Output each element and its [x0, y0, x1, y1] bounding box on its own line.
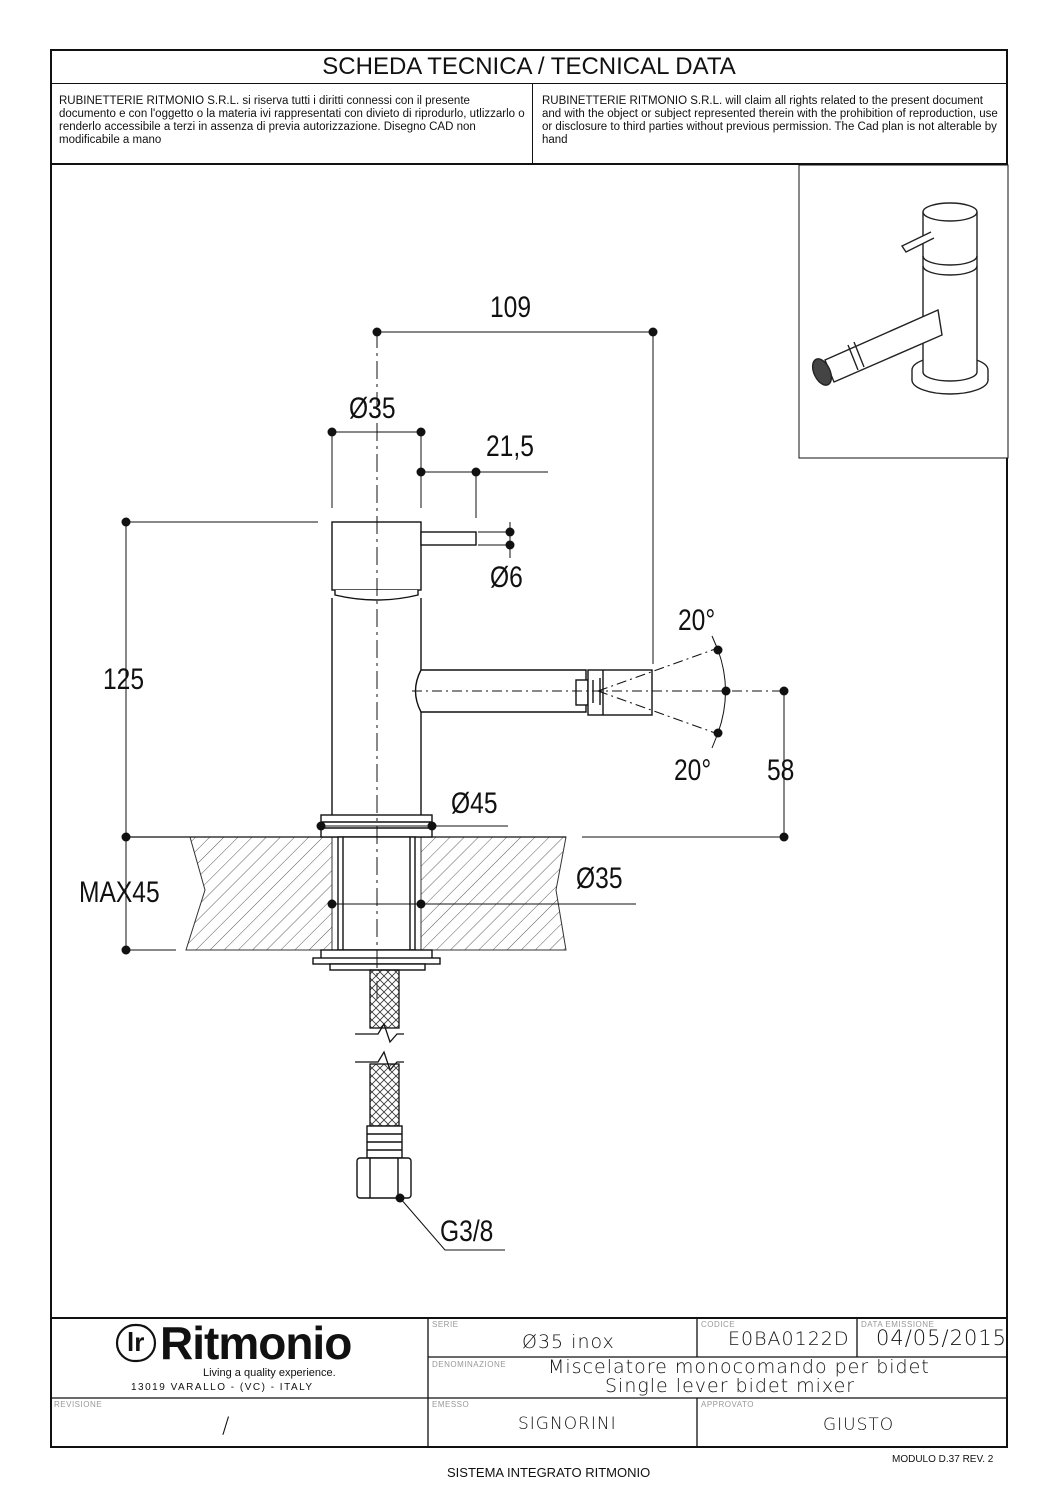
counter-section-left	[185, 836, 333, 951]
codice-label: CODICE	[701, 1320, 736, 1329]
denominazione-italian: Miscelatore monocomando per bidet	[548, 1356, 930, 1378]
dim-angle-down: 20°	[674, 754, 712, 787]
counter-section-right	[420, 836, 567, 951]
denominazione-label: DENOMINAZIONE	[432, 1360, 507, 1369]
emesso-label: EMESSO	[432, 1400, 470, 1409]
revisione-value: /	[222, 1414, 231, 1439]
dim-lever-offset: 21,5	[486, 430, 534, 463]
data-emissione-value: 04/05/2015	[876, 1326, 1008, 1350]
notice-english: RUBINETTERIE RITMONIO S.R.L. will claim …	[542, 95, 998, 146]
hex-nut	[356, 1125, 412, 1199]
dim-thread: G3/8	[440, 1215, 494, 1248]
approvato-value: GIUSTO	[823, 1415, 895, 1435]
break-line-top	[355, 1022, 404, 1044]
brand-address: 13019 VARALLO - (VC) - ITALY	[131, 1382, 314, 1393]
serie-label: SERIE	[432, 1320, 459, 1329]
codice-value: E0BA0122D	[728, 1328, 850, 1350]
dim-lever-diameter: Ø6	[490, 561, 523, 594]
spray-lines	[412, 647, 786, 735]
revisione-label: REVISIONE	[54, 1400, 103, 1409]
notice-italian: RUBINETTERIE RITMONIO S.R.L. si riserva …	[59, 95, 525, 146]
hose-upper	[369, 969, 400, 1029]
break-line-bottom	[355, 1050, 404, 1072]
hose-lower	[369, 1063, 400, 1127]
sistema-footer: SISTEMA INTEGRATO RITMONIO	[447, 1465, 651, 1480]
title-block-grid	[50, 1317, 1008, 1448]
dim-angle-up: 20°	[678, 604, 716, 637]
sheet-title: SCHEDA TECNICA / TECNICAL DATA	[322, 53, 736, 80]
dimension-lines	[125, 331, 785, 1251]
drawing-frame	[50, 49, 1008, 1448]
dimension-dots	[121, 327, 789, 1203]
brand-name: Ritmonio	[160, 1317, 352, 1369]
modulo-revision: MODULO D.37 REV. 2	[892, 1454, 994, 1465]
serie-value: Ø35 inox	[522, 1331, 615, 1353]
dim-base-diameter: Ø45	[451, 787, 498, 820]
emesso-value: SIGNORINI	[518, 1414, 617, 1434]
ritmonio-logo-mark	[115, 1323, 157, 1363]
notice-divider	[532, 83, 533, 163]
dim-height: 125	[103, 663, 145, 696]
dim-length: 109	[490, 291, 532, 324]
denominazione-english: Single lever bidet mixer	[605, 1375, 856, 1397]
dim-body-diameter: Ø35	[349, 392, 396, 425]
dim-max-thickness: MAX45	[79, 876, 160, 909]
header-divider	[50, 83, 1008, 84]
logo-letters: lr	[127, 1327, 145, 1357]
approvato-label: APPROVATO	[701, 1400, 754, 1409]
spout	[414, 669, 653, 716]
brand-tagline: Living a quality experience.	[203, 1367, 336, 1379]
faucet-preview-image	[811, 202, 989, 395]
dim-spout-height: 58	[767, 754, 795, 787]
header-bottom-divider	[50, 163, 1008, 165]
data-emissione-label: DATA EMISSIONE	[861, 1320, 935, 1329]
dim-hole-diameter: Ø35	[576, 862, 623, 895]
